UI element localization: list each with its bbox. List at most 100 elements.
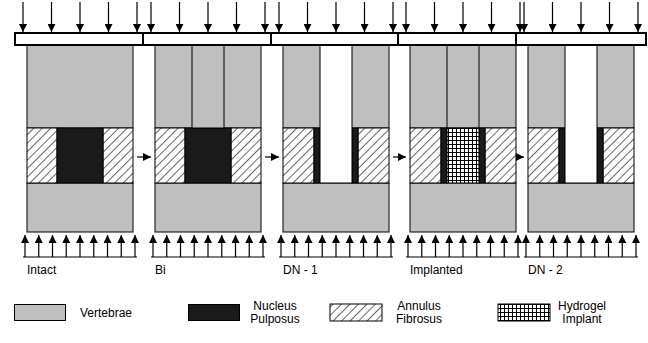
nucleus-remnant: [479, 128, 485, 183]
reaction-arrow: [322, 235, 323, 257]
load-arrow: [108, 2, 109, 32]
legend-swatch: [330, 304, 382, 321]
load-arrow: [150, 2, 151, 32]
annulus-fibrosus: [410, 128, 441, 183]
annulus-fibrosus: [27, 128, 57, 183]
reaction-arrow: [635, 235, 636, 257]
annulus-fibrosus: [528, 128, 559, 183]
load-arrow: [236, 2, 237, 32]
nucleus-remnant: [559, 128, 565, 183]
nucleus-remnant: [441, 128, 447, 183]
lower-vertebra: [27, 183, 133, 232]
annulus-fibrosus: [103, 128, 133, 183]
reaction-arrow: [407, 235, 408, 257]
load-arrow: [307, 2, 308, 32]
stage-label: Intact: [27, 263, 56, 277]
nucleus-pulposus: [185, 128, 231, 183]
stage-arrow: [393, 156, 406, 157]
stage-box: Bi: [155, 33, 261, 283]
annulus-fibrosus: [231, 128, 261, 183]
stage-arrow: [265, 156, 279, 157]
load-arrow: [207, 2, 208, 32]
reaction-arrow: [207, 235, 208, 257]
annulus-fibrosus: [603, 128, 634, 183]
reaction-arrow: [280, 235, 281, 257]
denucleated-cavity: [565, 45, 597, 183]
reaction-arrow: [504, 235, 505, 257]
reaction-arrow: [180, 235, 181, 257]
load-arrow: [462, 2, 463, 32]
load-arrow: [335, 2, 336, 32]
hydrogel-implant: [447, 128, 479, 183]
legend-item: Nucleus Pulposus: [244, 298, 306, 328]
reaction-arrow: [421, 235, 422, 257]
nucleus-remnant: [314, 128, 320, 183]
reaction-arrow: [377, 235, 378, 257]
load-arrow: [179, 2, 180, 32]
reaction-arrow: [490, 235, 491, 257]
reaction-arrow: [608, 235, 609, 257]
reaction-arrow: [525, 235, 526, 257]
load-arrow: [264, 2, 265, 32]
load-arrow: [22, 2, 23, 32]
load-arrow: [392, 2, 393, 32]
reaction-arrow: [93, 235, 94, 257]
legend-text: Hydrogel Implant: [552, 300, 612, 326]
reaction-arrow: [335, 235, 336, 257]
bone-plug: [192, 45, 224, 128]
stage-box: Implanted: [410, 33, 516, 283]
reaction-arrow: [517, 235, 518, 257]
reaction-arrow: [553, 235, 554, 257]
legend-text: Nucleus Pulposus: [244, 300, 306, 326]
load-arrow: [637, 2, 638, 32]
reaction-arrow: [134, 235, 135, 257]
stage-label: DN - 1: [283, 263, 318, 277]
load-arrow: [609, 2, 610, 32]
reaction-arrow: [166, 235, 167, 257]
nucleus-remnant: [597, 128, 603, 183]
loading-plate: [143, 33, 273, 45]
upper-vertebra: [27, 45, 133, 128]
legend-item: Vertebrae: [70, 298, 142, 328]
legend-text: Vertebrae: [80, 307, 132, 320]
reaction-arrow: [622, 235, 623, 257]
reaction-arrow: [580, 235, 581, 257]
reaction-arrow: [249, 235, 250, 257]
loading-plate: [271, 33, 401, 45]
reaction-arrow: [262, 235, 263, 257]
reaction-arrow: [107, 235, 108, 257]
nucleus-pulposus: [57, 128, 103, 183]
reaction-arrow: [66, 235, 67, 257]
reaction-arrow: [539, 235, 540, 257]
upper-vertebra: [410, 45, 516, 128]
load-arrow: [434, 2, 435, 32]
legend-swatch: [498, 304, 550, 321]
reaction-arrow: [449, 235, 450, 257]
loading-plate: [398, 33, 528, 45]
upper-vertebra: [155, 45, 261, 128]
reaction-arrow: [221, 235, 222, 257]
legend-item: Annulus Fibrosus: [386, 298, 452, 328]
reaction-arrow: [594, 235, 595, 257]
reaction-arrow: [235, 235, 236, 257]
lower-vertebra: [155, 183, 261, 232]
annulus-fibrosus: [485, 128, 516, 183]
reaction-arrow: [349, 235, 350, 257]
reaction-arrow: [308, 235, 309, 257]
lower-vertebra: [528, 183, 634, 232]
stage-label: Bi: [155, 263, 166, 277]
annulus-fibrosus: [155, 128, 185, 183]
legend-item: Hydrogel Implant: [552, 298, 612, 328]
stage-arrow: [137, 156, 151, 157]
reaction-arrow: [462, 235, 463, 257]
load-arrow: [519, 2, 520, 32]
legend-swatch: [188, 304, 240, 321]
loading-plate: [15, 33, 145, 45]
load-arrow: [523, 2, 524, 32]
stage-box: Intact: [27, 33, 133, 283]
bone-plug: [447, 45, 479, 128]
reaction-arrow: [38, 235, 39, 257]
loading-plate: [516, 33, 646, 45]
